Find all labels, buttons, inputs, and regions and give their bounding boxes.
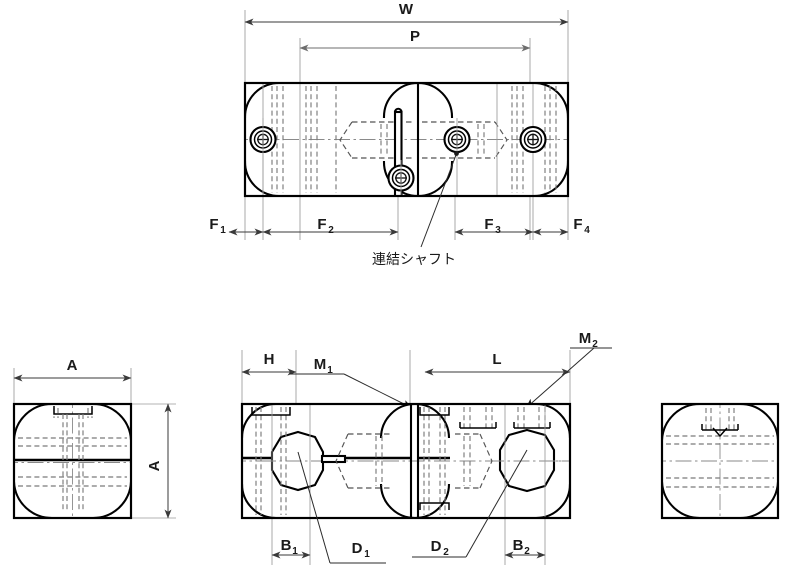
dimension-a-horizontal-label: A — [67, 357, 78, 374]
dimension-f2: F 2 — [262, 216, 399, 236]
dimension-f4-subscript: 4 — [584, 225, 590, 236]
top-view-left-hidden-details — [262, 83, 413, 196]
connecting-shaft-note: 連結シャフト — [372, 252, 456, 268]
front-view: H L M 1 M 2 — [240, 330, 612, 565]
front-view-center-block — [418, 407, 450, 515]
top-view-outline-overlay — [243, 81, 570, 198]
right-side-view-outline-overlay — [660, 402, 780, 520]
dimension-f1-label: F — [209, 216, 218, 233]
dimension-f3: F 3 — [454, 216, 534, 236]
callout-d1: D 1 — [297, 451, 386, 564]
dimension-m1-label: M — [314, 356, 327, 373]
dimension-f1: F 1 — [209, 216, 264, 236]
right-side-view — [660, 402, 780, 520]
dimension-f1-subscript: 1 — [220, 225, 226, 236]
dimension-w-label: W — [399, 1, 414, 18]
left-side-view: A A — [12, 357, 176, 520]
dimension-h-label: H — [264, 351, 275, 368]
dimension-p: P — [299, 28, 531, 52]
dimension-d1-label: D — [352, 540, 363, 557]
dimension-b2-subscript: 2 — [524, 546, 530, 557]
dimension-d2-subscript: 2 — [443, 547, 449, 558]
dimension-m2-label: M — [579, 330, 592, 347]
dimension-m1-subscript: 1 — [327, 365, 333, 376]
dimension-f2-subscript: 2 — [328, 225, 334, 236]
dimension-f4-label: F — [573, 216, 582, 233]
dimension-d1-subscript: 1 — [364, 549, 370, 560]
top-view-socket-screw-lower — [387, 160, 415, 196]
front-view-shaft-octagon-right — [498, 428, 556, 493]
dimension-a-vertical-label: A — [146, 460, 163, 471]
dimension-f3-subscript: 3 — [495, 225, 501, 236]
dimension-f2-label: F — [317, 216, 326, 233]
top-view-socket-screw-center-right — [443, 118, 471, 196]
dimension-b2: B 2 — [504, 537, 546, 559]
front-view-left-block — [242, 404, 411, 518]
dimension-b1: B 1 — [271, 537, 311, 559]
callout-m1: M 1 — [290, 356, 413, 409]
front-view-right-block — [455, 404, 568, 518]
dimension-p-label: P — [410, 28, 420, 45]
connecting-shaft-callout: 連結シャフト — [372, 151, 459, 268]
dimension-h: H — [241, 351, 297, 376]
dimension-b1-label: B — [281, 537, 292, 554]
left-side-view-outline-overlay — [12, 402, 133, 520]
dimension-b1-subscript: 1 — [292, 546, 298, 557]
dimension-f3-label: F — [484, 216, 493, 233]
dimension-a-vertical: A — [131, 403, 176, 519]
dimension-d2-label: D — [431, 538, 442, 555]
connecting-shaft-body — [393, 107, 403, 196]
dimension-a-horizontal: A — [13, 357, 132, 404]
connecting-shaft-leader-dot — [454, 151, 459, 156]
dimension-w: W — [244, 1, 569, 26]
top-view-socket-screw-right — [519, 125, 547, 154]
dimension-m2-subscript: 2 — [592, 339, 598, 350]
callout-d2: D 2 — [412, 449, 528, 558]
front-view-outline-overlay — [240, 402, 572, 520]
top-view: W P — [209, 1, 590, 268]
top-view-socket-screw-left — [249, 118, 277, 196]
dimension-l-label: L — [492, 351, 501, 368]
dimension-b2-label: B — [513, 537, 524, 554]
callout-m2: M 2 — [525, 330, 612, 409]
dimension-f4: F 4 — [532, 216, 590, 236]
dimension-l: L — [424, 351, 571, 376]
